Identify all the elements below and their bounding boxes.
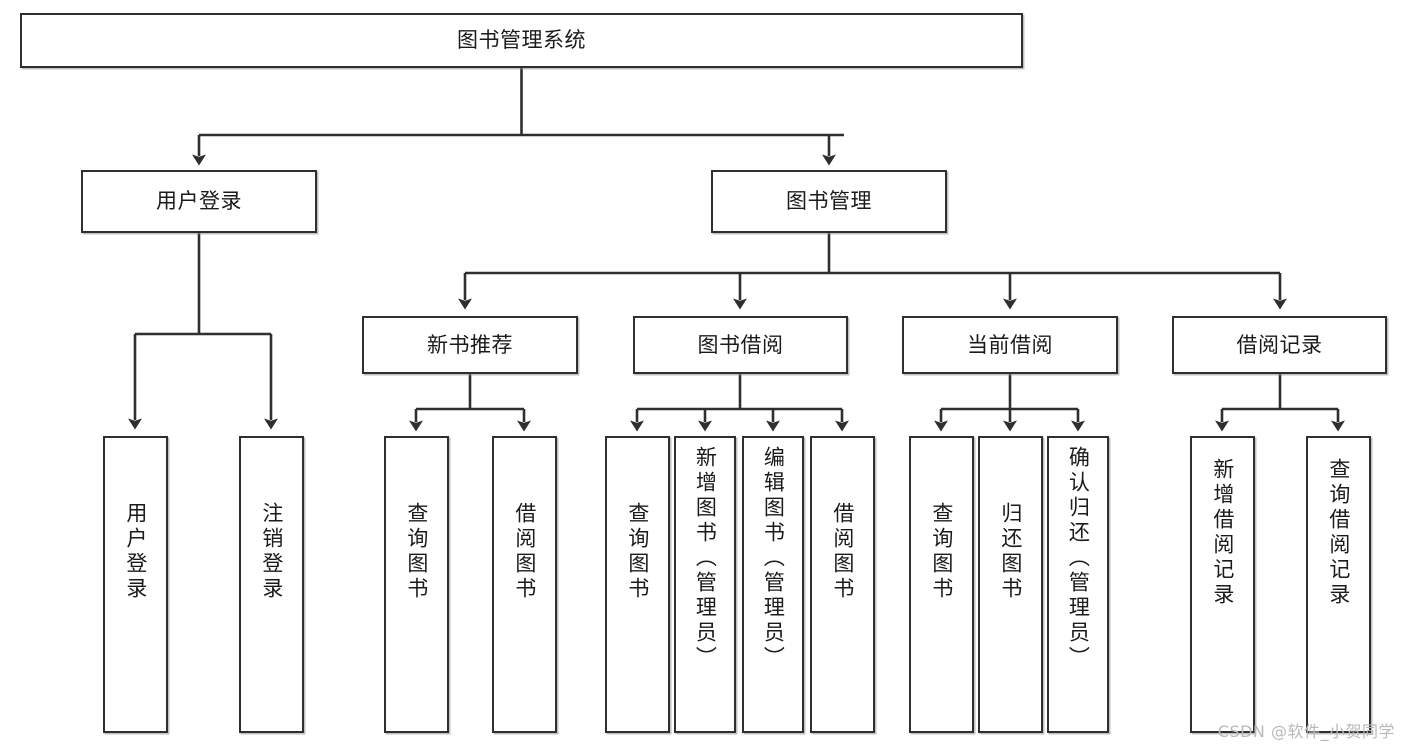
node-label: 注销登录: [259, 502, 284, 602]
leaf-new-book-borrow-book[interactable]: 借阅图书: [492, 436, 557, 733]
node-label: 借阅图书: [512, 502, 537, 602]
node-label: 图书管理: [786, 189, 872, 214]
leaf-book-borrow-borrow-book[interactable]: 借阅图书: [810, 436, 875, 733]
node-book-management[interactable]: 图书管理: [711, 170, 947, 233]
node-label: 借阅图书: [830, 502, 855, 602]
leaf-current-borrow-return-book[interactable]: 归还图书: [978, 436, 1043, 733]
node-book-borrow[interactable]: 图书借阅: [633, 316, 848, 374]
node-label: 查询借阅记录: [1326, 458, 1351, 608]
leaf-new-book-query-book[interactable]: 查询图书: [384, 436, 449, 733]
node-user-login[interactable]: 用户登录: [81, 170, 317, 233]
leaf-book-borrow-query-book[interactable]: 查询图书: [605, 436, 670, 733]
node-label: 图书管理系统: [457, 28, 586, 53]
leaf-current-borrow-confirm-return-admin[interactable]: 确认归还（管理员）: [1047, 436, 1109, 733]
node-label: 新增图书（管理员）: [693, 446, 718, 671]
leaf-book-borrow-edit-book-admin[interactable]: 编辑图书（管理员）: [742, 436, 804, 733]
leaf-borrow-record-add-record[interactable]: 新增借阅记录: [1190, 436, 1255, 733]
watermark-text: CSDN @软件_小贺同学: [1217, 722, 1395, 741]
node-label: 查询图书: [929, 502, 954, 602]
node-current-borrow[interactable]: 当前借阅: [902, 316, 1118, 374]
node-new-book-recommend[interactable]: 新书推荐: [362, 316, 578, 374]
node-label: 当前借阅: [967, 332, 1053, 357]
node-label: 确认归还（管理员）: [1066, 446, 1091, 671]
node-label: 编辑图书（管理员）: [761, 446, 786, 671]
leaf-book-borrow-add-book-admin[interactable]: 新增图书（管理员）: [674, 436, 736, 733]
node-label: 用户登录: [123, 502, 148, 602]
node-label: 图书借阅: [697, 332, 784, 357]
node-label: 归还图书: [998, 502, 1023, 602]
node-label: 新书推荐: [427, 332, 513, 357]
node-borrow-record[interactable]: 借阅记录: [1172, 316, 1387, 374]
node-root-book-management-system[interactable]: 图书管理系统: [20, 13, 1023, 68]
node-label: 查询图书: [625, 502, 650, 602]
leaf-current-borrow-query-book[interactable]: 查询图书: [909, 436, 974, 733]
leaf-user-login-logout[interactable]: 注销登录: [239, 436, 304, 733]
node-label: 用户登录: [156, 189, 242, 214]
leaf-borrow-record-query-record[interactable]: 查询借阅记录: [1306, 436, 1371, 733]
node-label: 借阅记录: [1236, 332, 1323, 357]
leaf-user-login-login[interactable]: 用户登录: [103, 436, 168, 733]
node-label: 新增借阅记录: [1210, 458, 1235, 608]
node-label: 查询图书: [404, 502, 429, 602]
